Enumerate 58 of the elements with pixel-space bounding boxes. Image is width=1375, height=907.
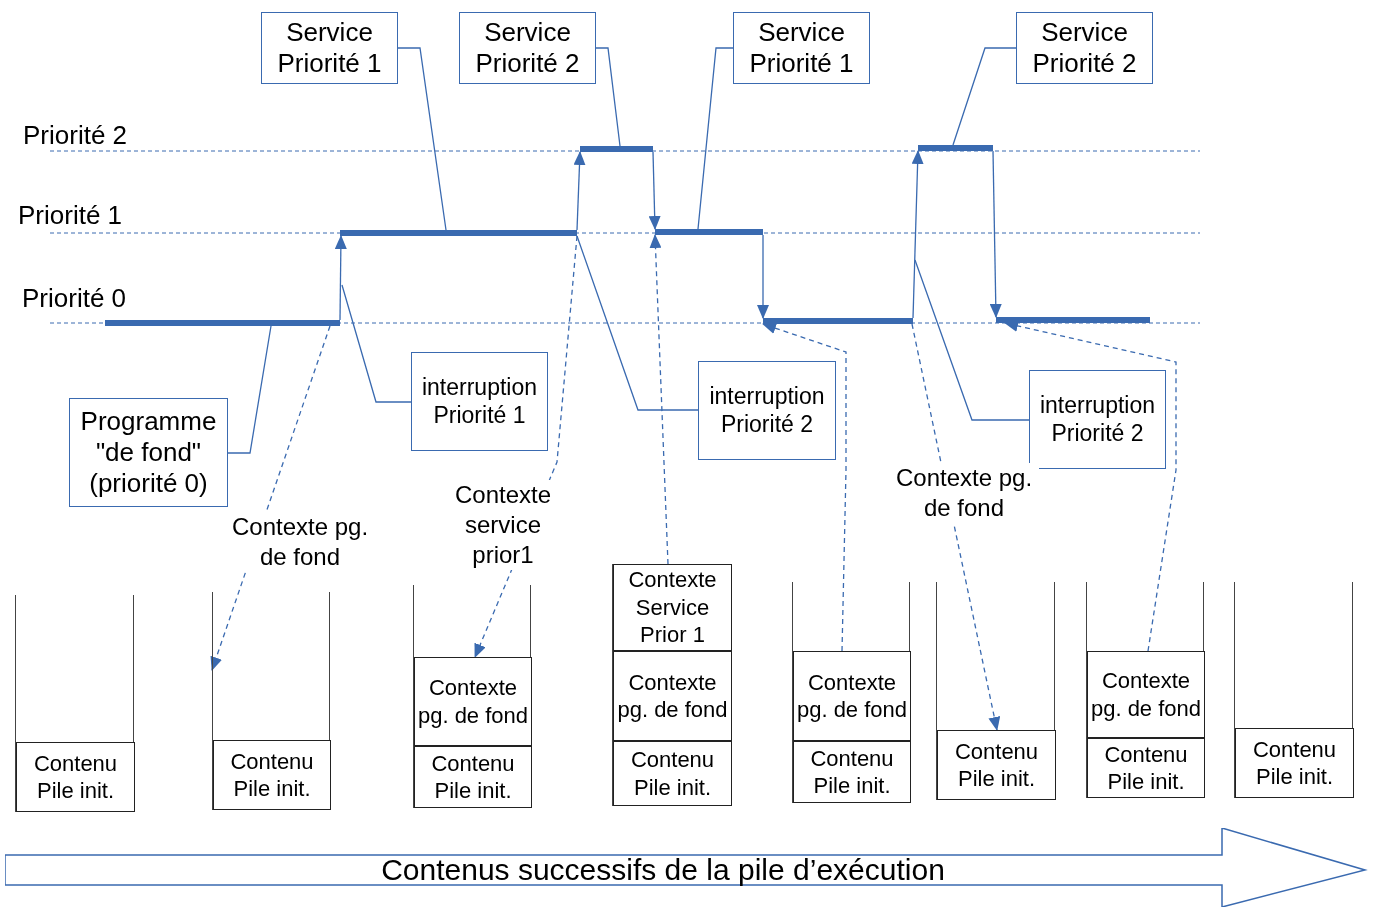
execution-bar xyxy=(580,146,653,152)
label-box: interruption Priorité 2 xyxy=(698,361,836,460)
stack-cell: Contexte Service Prior 1 xyxy=(613,564,732,651)
arrow xyxy=(573,151,586,231)
stack-cell: Contexte pg. de fond xyxy=(793,651,911,741)
leader-line xyxy=(227,325,272,454)
stack-cell: Contenu Pile init. xyxy=(937,730,1056,800)
stack-cell: Contenu Pile init. xyxy=(793,741,911,803)
level-label: Priorité 2 xyxy=(23,120,128,151)
dashed-arrow xyxy=(649,234,669,565)
execution-bar xyxy=(655,229,763,235)
arrow xyxy=(989,150,1002,318)
execution-bar xyxy=(105,320,340,326)
stack-cell: Contenu Pile init. xyxy=(414,746,532,808)
dashed-arrow xyxy=(762,322,847,652)
leader-line xyxy=(914,259,1030,421)
stack-outline xyxy=(936,582,1055,800)
timeline-arrow xyxy=(5,828,1368,907)
stack-outline xyxy=(612,564,731,806)
leader-line xyxy=(397,47,447,231)
stack-cell: Contenu Pile init. xyxy=(16,742,135,812)
label-box: Programme "de fond" (priorité 0) xyxy=(69,398,228,507)
stack-outline xyxy=(413,585,531,808)
label-box: Service Priorité 2 xyxy=(1016,12,1153,84)
label-box: Service Priorité 2 xyxy=(459,12,596,84)
stack-outline xyxy=(1086,582,1204,798)
label-box: interruption Priorité 1 xyxy=(411,352,548,451)
label-box: interruption Priorité 2 xyxy=(1029,370,1166,469)
arrow xyxy=(334,235,347,321)
label-box: Service Priorité 1 xyxy=(733,12,870,84)
stack-outline xyxy=(1234,582,1353,798)
stack-cell: Contenu Pile init. xyxy=(213,740,331,810)
stack-cell: Contexte pg. de fond xyxy=(1087,651,1205,738)
dashed-arrow xyxy=(1004,320,1177,652)
stack-outline xyxy=(15,595,134,812)
execution-bar xyxy=(763,318,913,324)
stack-outline xyxy=(212,592,330,810)
stack-cell: Contenu Pile init. xyxy=(1087,738,1205,798)
level-label: Priorité 0 xyxy=(22,283,127,314)
leader-line xyxy=(341,284,412,403)
execution-bar xyxy=(340,230,577,236)
stack-outline xyxy=(792,582,910,803)
stack-cell: Contenu Pile init. xyxy=(613,741,732,806)
stack-cell: Contexte pg. de fond xyxy=(613,651,732,741)
arrow xyxy=(911,150,924,319)
leader-line xyxy=(697,47,734,230)
arrow-label: Contenus successifs de la pile d’exécution xyxy=(380,852,946,888)
execution-bar xyxy=(918,145,993,151)
level-label: Priorité 1 xyxy=(18,200,123,231)
stack-cell: Contexte pg. de fond xyxy=(414,657,532,746)
label-box: Service Priorité 1 xyxy=(261,12,398,84)
arrow xyxy=(648,151,661,230)
leader-line xyxy=(595,47,621,147)
leader-line xyxy=(952,47,1017,146)
execution-bar xyxy=(996,317,1150,323)
arrow xyxy=(757,234,769,319)
stack-cell: Contenu Pile init. xyxy=(1235,728,1354,798)
leader-line xyxy=(576,235,699,411)
